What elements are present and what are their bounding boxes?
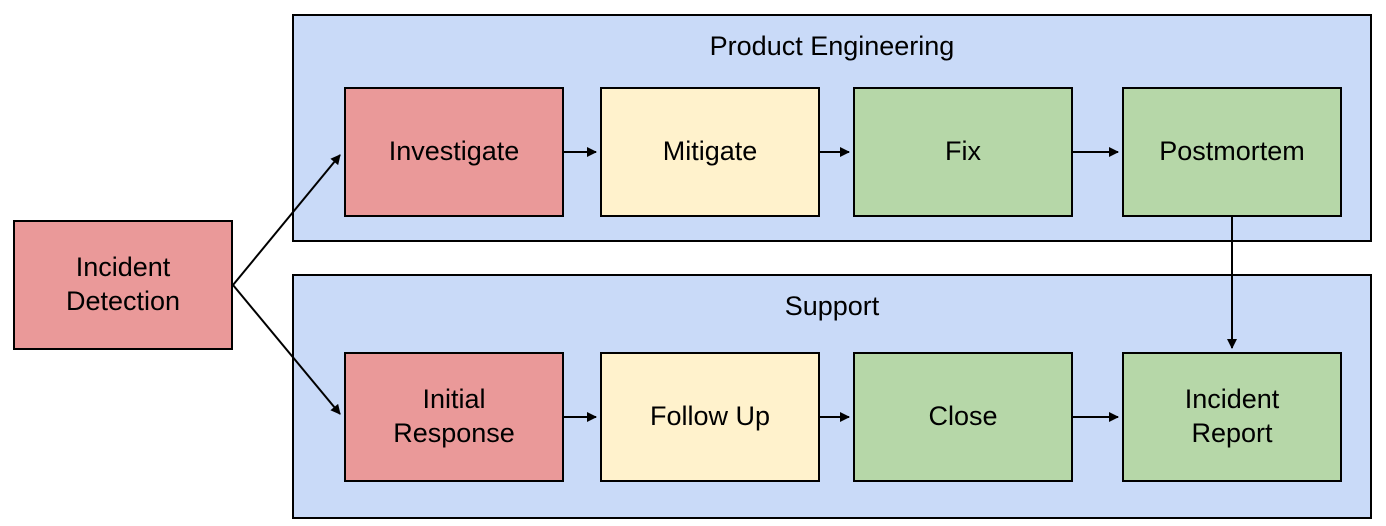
node-incident-detection: Incident Detection	[13, 220, 233, 350]
node-mitigate: Mitigate	[600, 87, 820, 217]
node-initial-response: Initial Response	[344, 352, 564, 482]
lane-title-support: Support	[784, 291, 880, 321]
node-investigate: Investigate	[344, 87, 564, 217]
node-postmortem: Postmortem	[1122, 87, 1342, 217]
node-follow-up: Follow Up	[600, 352, 820, 482]
node-incident-report: Incident Report	[1122, 352, 1342, 482]
node-fix: Fix	[853, 87, 1073, 217]
node-close: Close	[853, 352, 1073, 482]
lane-title-product-engineering: Product Engineering	[709, 31, 955, 61]
